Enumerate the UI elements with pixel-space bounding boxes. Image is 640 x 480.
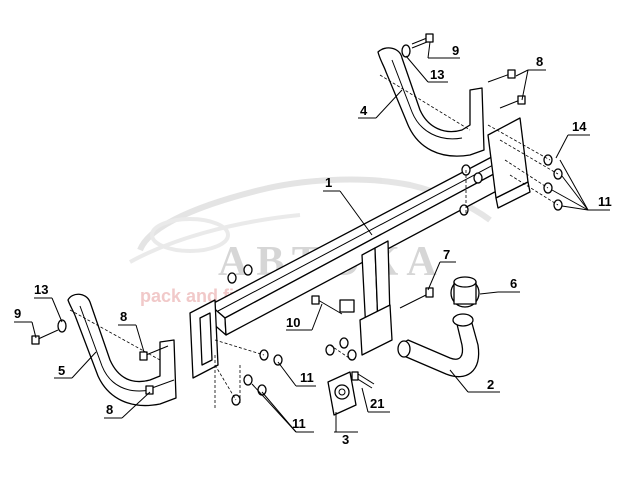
left-mount-plate — [189, 299, 219, 379]
label-7: 7 — [443, 247, 450, 262]
label-8-left: 8 — [120, 309, 127, 324]
tow-ball-neck — [397, 313, 480, 378]
label-11-b: 11 — [292, 416, 306, 431]
label-13-left: 13 — [34, 282, 48, 297]
side-arm-right — [377, 47, 485, 157]
label-8-bottom: 8 — [106, 402, 113, 417]
center-drop-bracket — [359, 240, 393, 356]
bolts — [31, 33, 526, 395]
label-9-top: 9 — [452, 43, 459, 58]
side-arm-left — [67, 293, 177, 407]
label-21: 21 — [370, 396, 384, 411]
socket-bolt — [351, 371, 375, 389]
alignment-lines — [69, 74, 559, 410]
label-9-left: 9 — [14, 306, 21, 321]
washers-nuts — [57, 44, 563, 406]
label-11-a: 11 — [300, 370, 314, 385]
leader-lines — [14, 41, 610, 433]
tow-ball — [450, 276, 480, 308]
socket-plate — [327, 371, 357, 416]
label-13-top: 13 — [430, 67, 444, 82]
label-8-top: 8 — [536, 54, 543, 69]
label-5: 5 — [58, 363, 65, 378]
label-11-c: 11 — [598, 194, 612, 209]
label-10: 10 — [286, 315, 300, 330]
label-4: 4 — [360, 103, 368, 118]
label-14: 14 — [572, 119, 587, 134]
label-6: 6 — [510, 276, 517, 291]
label-2: 2 — [487, 377, 494, 392]
label-1: 1 — [325, 175, 332, 190]
label-3: 3 — [342, 432, 349, 447]
right-mount-plate — [487, 117, 531, 209]
part-labels: 1 2 3 4 5 6 7 8 8 8 9 9 10 11 11 11 13 1… — [14, 43, 612, 447]
